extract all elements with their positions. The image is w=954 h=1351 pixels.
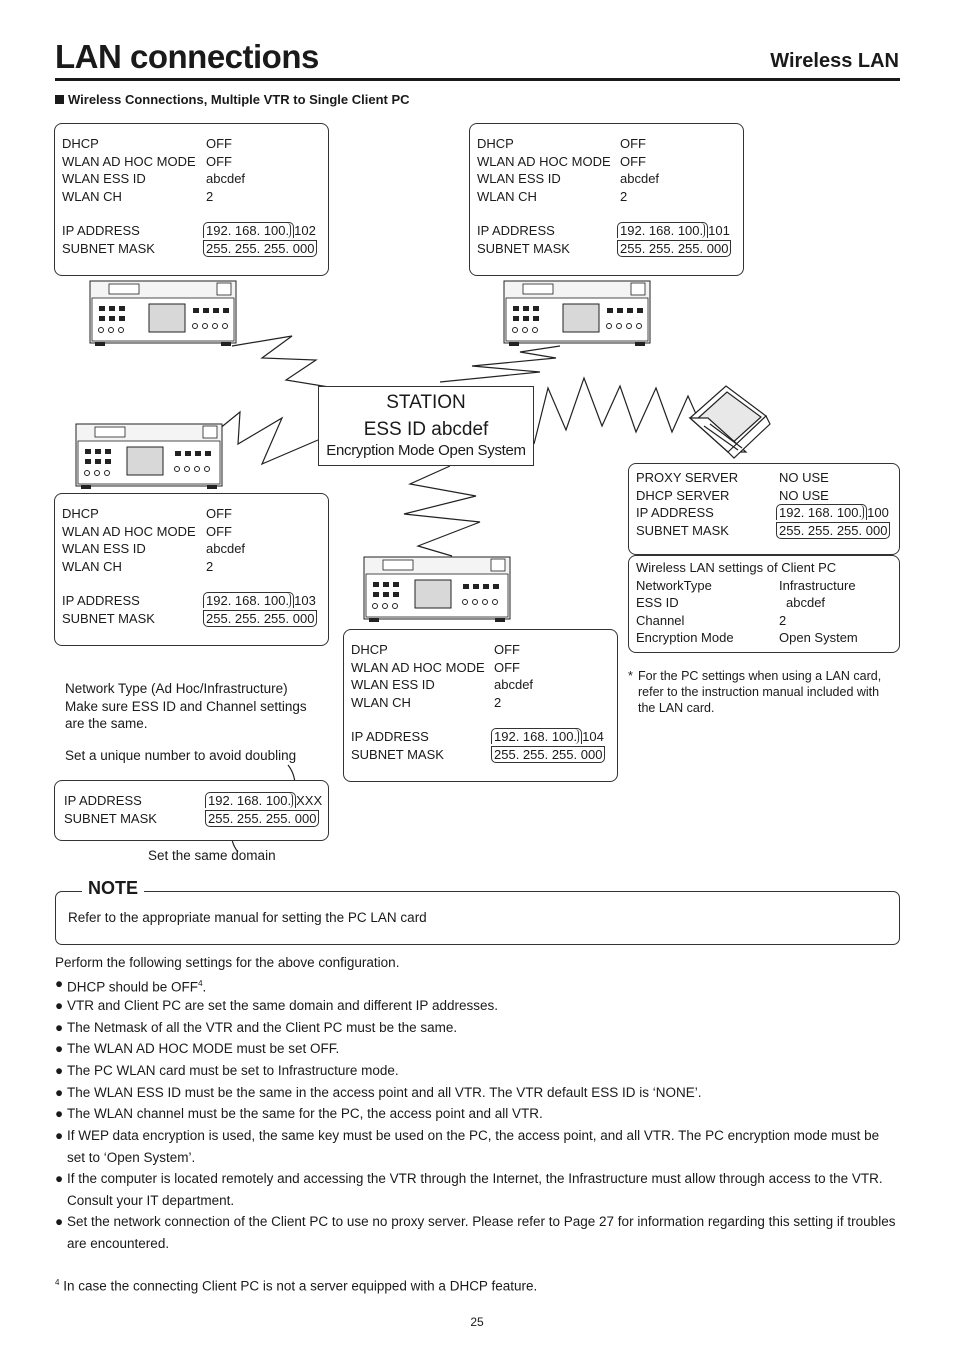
vtr-device-bottom-center [363,556,511,622]
wireless-link-top-left [231,335,336,389]
ip-address-value: 192. 168. 100.100 [776,504,889,522]
bullet-item: ●If WEP data encryption is used, the sam… [55,1125,900,1168]
bullet-dot-icon: ● [55,1128,64,1143]
explain-same-domain: Set the same domain [148,848,276,863]
vtr-device-mid-left [75,423,223,489]
section-title: Wireless Connections, Multiple VTR to Si… [55,92,410,107]
wireless-link-bottom [403,465,481,557]
station-label: STATION [386,392,466,413]
subnet-mask-value: 255. 255. 255. 000 [203,609,318,628]
title-rule [55,78,900,81]
ip-address-value: 192. 168. 100.XXX [205,792,322,810]
bullet-item: ●The WLAN channel must be the same for t… [55,1103,900,1125]
wireless-link-laptop [533,376,697,445]
ip-example-box [54,780,329,841]
pc-wireless-settings: Wireless LAN settings of Client PC Netwo… [636,560,858,645]
station-box: STATION ESS ID abcdef Encryption Mode Op… [318,386,534,466]
bullet-item: ●DHCP should be OFF4. [55,973,900,998]
station-ess-id: ESS ID abcdef [363,419,489,440]
bullet-dot-icon: ● [55,998,64,1013]
subnet-mask-value: 255. 255. 255. 000 [205,809,320,828]
pc-lan-card-note: * For the PC settings when using a LAN c… [628,669,882,715]
pc-config-box [628,463,900,555]
page-number: 25 [470,1315,484,1329]
ip-address-value: 192. 168. 100.102 [203,222,316,240]
subnet-mask-value: 255. 255. 255. 000 [491,745,606,764]
page-title: LAN connections [55,38,319,75]
vtr-device-top-left [89,280,237,346]
bullet-dot-icon: ● [55,1214,64,1229]
bullet-dot-icon: ● [55,1106,64,1121]
station-encryption: Encryption Mode Open System [326,442,526,459]
bullet-item: ●If the computer is located remotely and… [55,1168,900,1211]
note-box [55,891,900,945]
subnet-mask-value: 255. 255. 255. 000 [776,521,891,540]
bullet-item: ●Set the network connection of the Clien… [55,1211,900,1254]
settings-intro: Perform the following settings for the a… [55,955,400,970]
bullet-item: ●VTR and Client PC are set the same doma… [55,995,900,1017]
vtr-config-box-top-right [469,123,744,276]
vtr-config-box-top-left [54,123,329,276]
vtr-device-top-right [503,280,651,346]
bullet-dot-icon: ● [55,1171,64,1186]
bullet-item: ●The PC WLAN card must be set to Infrast… [55,1060,900,1082]
pc-wireless-box [628,555,900,653]
bullet-item: ●The WLAN AD HOC MODE must be set OFF. [55,1038,900,1060]
bullet-dot-icon: ● [55,1063,64,1078]
footnote: 4 In case the connecting Client PC is no… [55,1278,538,1294]
subnet-mask-value: 255. 255. 255. 000 [617,239,732,258]
bullet-dot-icon: ● [55,1085,64,1100]
ip-address-value: 192. 168. 100.104 [491,728,604,746]
subnet-mask-value: 255. 255. 255. 000 [203,239,318,258]
page-subtitle: Wireless LAN [770,50,899,72]
explain-network-type: Network Type (Ad Hoc/Infrastructure) Mak… [65,681,307,731]
vtr-config-box-mid-left [54,493,329,646]
explain-unique-number: Set a unique number to avoid doubling [65,748,297,763]
vtr-config-box-bottom-center [343,629,618,782]
note-label: NOTE [82,878,145,899]
note-text: Refer to the appropriate manual for sett… [68,910,427,925]
wireless-link-top-right [439,345,561,383]
square-bullet-icon [55,95,64,104]
laptop-icon [688,385,771,459]
ip-address-value: 192. 168. 100.103 [203,592,316,610]
bullet-dot-icon: ● [55,1020,64,1035]
wireless-link-mid-left [207,410,319,466]
bullet-dot-icon: ● [55,1041,64,1056]
bullet-item: ●The WLAN ESS ID must be the same in the… [55,1082,900,1104]
ip-address-value: 192. 168. 100.101 [617,222,730,240]
bullet-item: ●The Netmask of all the VTR and the Clie… [55,1017,900,1039]
bullet-dot-icon: ● [55,976,64,991]
